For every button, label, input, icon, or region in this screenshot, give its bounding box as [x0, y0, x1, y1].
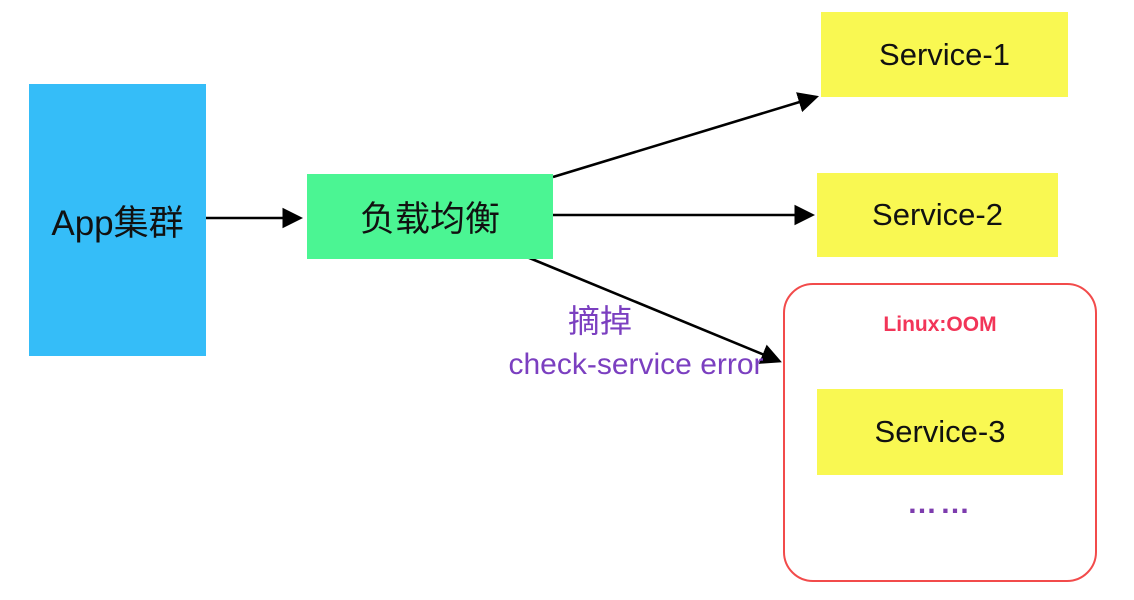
node-service-2: Service-2: [817, 173, 1058, 257]
node-load-balancer: 负载均衡: [307, 174, 553, 259]
group-oom-title: Linux:OOM: [883, 313, 997, 336]
edge-loadbalancer-to-service1: [552, 92, 819, 179]
node-service-1: Service-1: [821, 12, 1068, 97]
node-service-3: Service-3: [817, 389, 1063, 475]
annotation-check-service-error-label: check-service error: [508, 348, 764, 381]
node-app-cluster: App集群: [29, 84, 206, 356]
group-oom-ellipsis: ……: [907, 487, 973, 520]
group-oom-container: Linux:OOM Service-3 ……: [783, 283, 1097, 582]
annotation-detach-label: 摘掉: [567, 303, 632, 339]
